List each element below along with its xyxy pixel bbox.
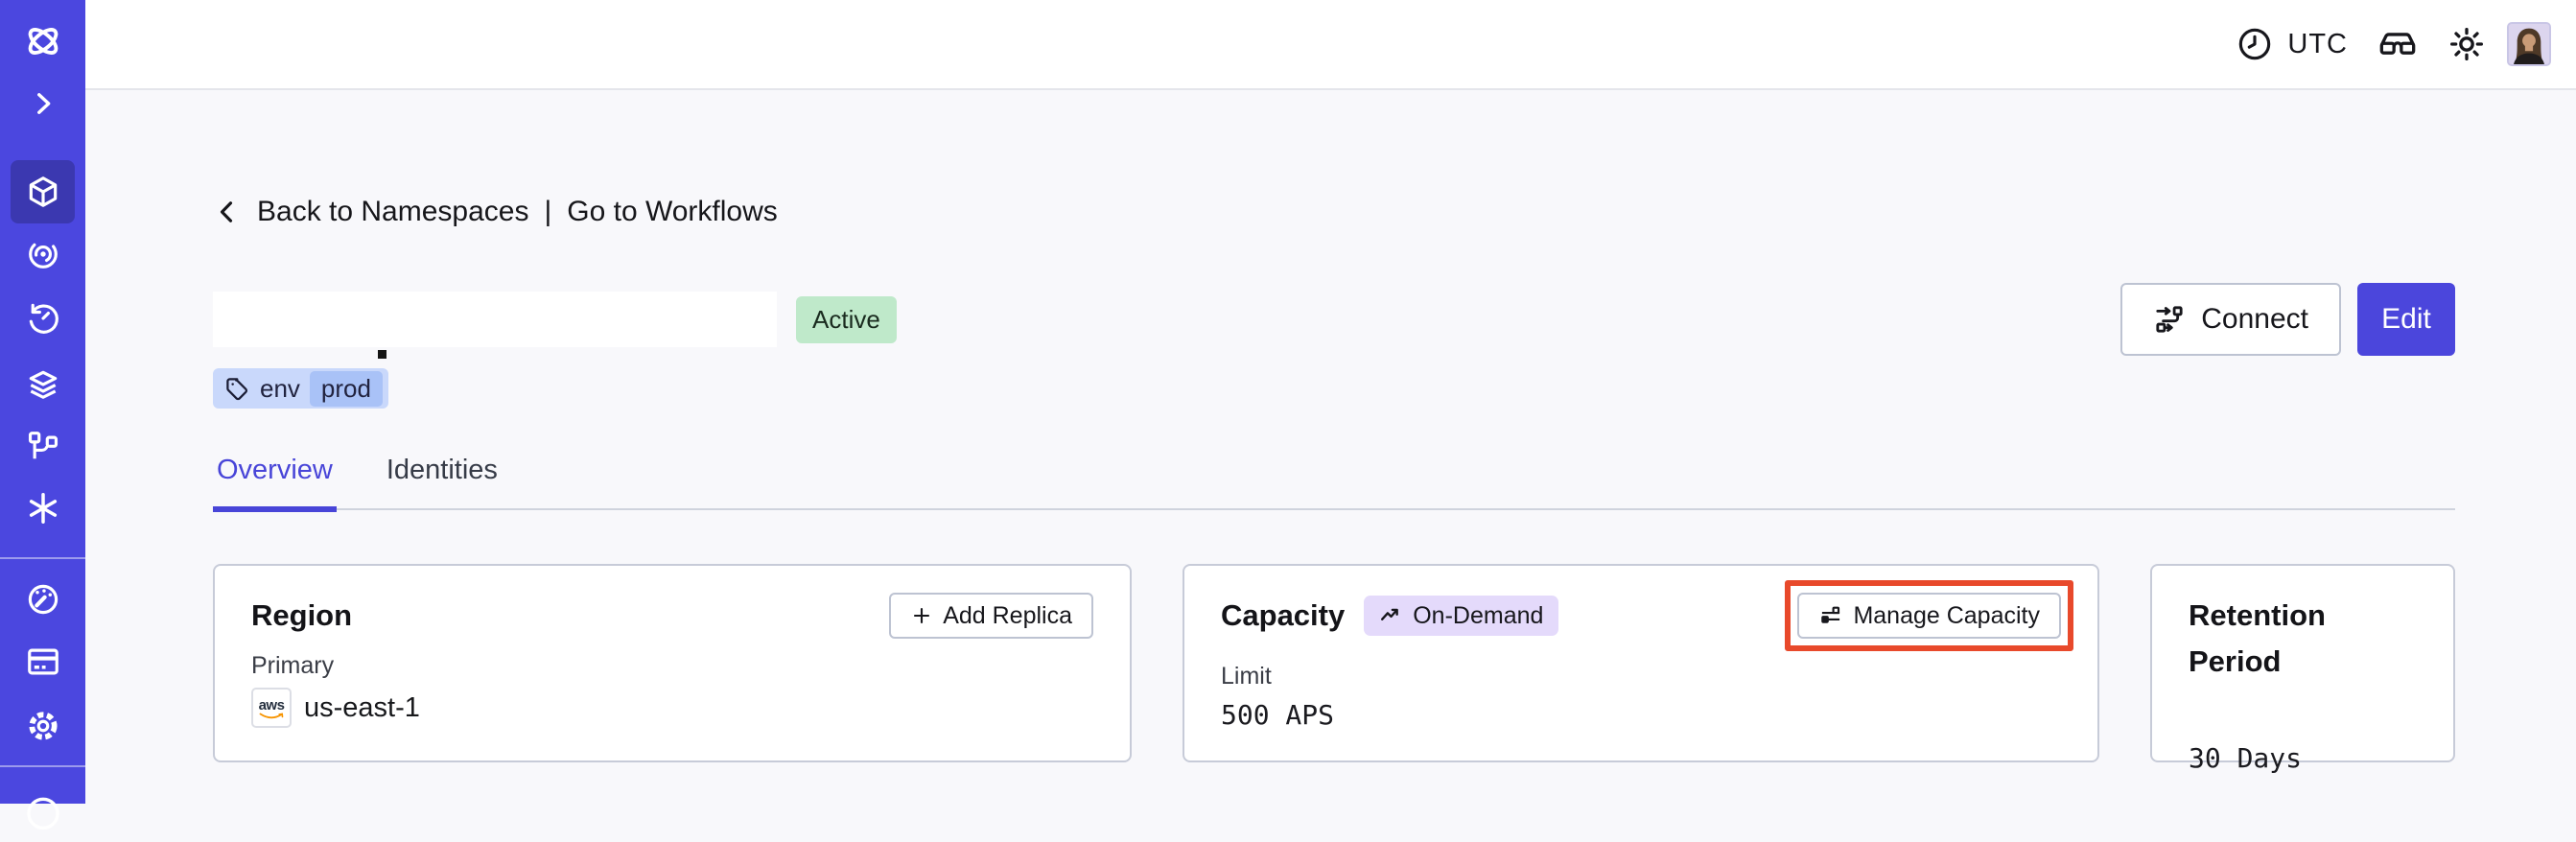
plus-icon: [914, 607, 930, 624]
breadcrumb-separator: |: [544, 196, 552, 227]
region-value: us-east-1: [304, 691, 420, 723]
tag-row: env prod: [213, 368, 2455, 409]
breadcrumb-back-link[interactable]: Back to Namespaces: [257, 196, 529, 227]
sidebar-nav: [0, 0, 85, 830]
timezone-selector[interactable]: UTC: [2236, 25, 2348, 63]
branch-icon: [28, 432, 58, 459]
aws-provider-badge: aws: [251, 688, 292, 728]
sidebar-expand-chevron-icon[interactable]: [11, 72, 75, 135]
asterisk-icon: [29, 493, 57, 524]
sidebar-divider: [0, 557, 85, 559]
topbar: UTC: [85, 0, 2576, 90]
status-badge: Active: [796, 295, 897, 343]
gear-icon: [28, 712, 58, 740]
sidebar-item-schedules[interactable]: [11, 287, 75, 350]
tag-value: prod: [309, 370, 383, 407]
on-demand-label: On-Demand: [1413, 601, 1544, 629]
connect-button[interactable]: Connect: [2120, 283, 2341, 356]
support-circle-icon: [26, 797, 59, 830]
connect-button-label: Connect: [2201, 303, 2308, 335]
temporal-logo-icon[interactable]: [11, 10, 75, 73]
sun-icon[interactable]: [2447, 25, 2486, 63]
user-avatar[interactable]: [2507, 22, 2551, 66]
sidebar-item-asterisk[interactable]: [11, 477, 75, 540]
sidebar-item-namespaces[interactable]: [11, 160, 75, 223]
capacity-card: Capacity On-Demand: [1183, 564, 2099, 762]
sidebar-divider: [0, 765, 85, 767]
capacity-limit-label: Limit: [1221, 663, 1272, 690]
retention-value: 30 Days: [2189, 742, 2303, 774]
sidebar-item-deployments[interactable]: [11, 414, 75, 478]
namespace-title-redacted: [213, 292, 777, 359]
retention-card-title: Retention Period: [2189, 598, 2326, 678]
edit-button[interactable]: Edit: [2357, 283, 2455, 356]
namespace-title-row: Active Connect Edit: [213, 282, 2455, 359]
add-replica-button[interactable]: Add Replica: [889, 593, 1093, 639]
retention-card: Retention Period 30 Days: [2150, 564, 2455, 774]
breadcrumb: Back to Namespaces | Go to Workflows: [213, 196, 2455, 228]
spiral-icon: [28, 240, 58, 269]
sidebar-item-support[interactable]: [11, 779, 75, 842]
breadcrumb-workflows-link[interactable]: Go to Workflows: [567, 196, 778, 227]
chevron-left-icon[interactable]: [213, 198, 242, 226]
region-card-title: Region: [251, 598, 353, 632]
sidebar-item-nexus[interactable]: [11, 222, 75, 286]
tab-identities[interactable]: Identities: [386, 455, 498, 485]
capacity-value: 500 APS: [1221, 699, 1335, 731]
cube-icon: [29, 176, 57, 207]
main-content: Back to Namespaces | Go to Workflows Act…: [85, 92, 2576, 804]
tag-key: env: [260, 373, 300, 403]
credit-card-icon: [27, 648, 59, 675]
history-clock-icon: [29, 303, 59, 334]
clock-icon: [2239, 28, 2271, 60]
manage-capacity-button[interactable]: Manage Capacity: [1797, 593, 2061, 639]
tab-overview[interactable]: Overview: [213, 455, 337, 512]
glasses-icon[interactable]: [2377, 23, 2419, 65]
sidebar-item-billing[interactable]: [11, 630, 75, 693]
env-tag-chip: env prod: [213, 368, 388, 409]
region-card: Region Add Replica Primary aws us: [213, 564, 1132, 762]
overview-cards: Region Add Replica Primary aws us: [213, 564, 2455, 774]
edit-button-label: Edit: [2381, 303, 2431, 335]
tab-bar: Overview Identities: [213, 455, 2455, 512]
add-replica-label: Add Replica: [943, 601, 1072, 629]
annotation-highlight-box: Manage Capacity: [1785, 580, 2073, 651]
region-primary-label: Primary: [251, 652, 335, 679]
timezone-label: UTC: [2287, 28, 2348, 59]
on-demand-badge: On-Demand: [1364, 596, 1559, 636]
connect-flow-icon: [2156, 306, 2183, 333]
sliders-icon: [1821, 606, 1840, 623]
capacity-card-title: Capacity: [1221, 598, 1346, 632]
manage-capacity-label: Manage Capacity: [1853, 601, 2040, 629]
layers-icon: [29, 370, 57, 399]
gauge-icon: [28, 584, 58, 615]
sidebar-item-usage[interactable]: [11, 568, 75, 631]
aws-smile-icon: [259, 712, 284, 718]
trending-up-icon: [1381, 608, 1399, 620]
sidebar-item-settings[interactable]: [11, 694, 75, 758]
tag-icon: [226, 377, 248, 400]
avatar-image: [2509, 24, 2549, 64]
sidebar-item-batch-operations[interactable]: [11, 352, 75, 415]
aws-logo: aws: [258, 696, 285, 713]
